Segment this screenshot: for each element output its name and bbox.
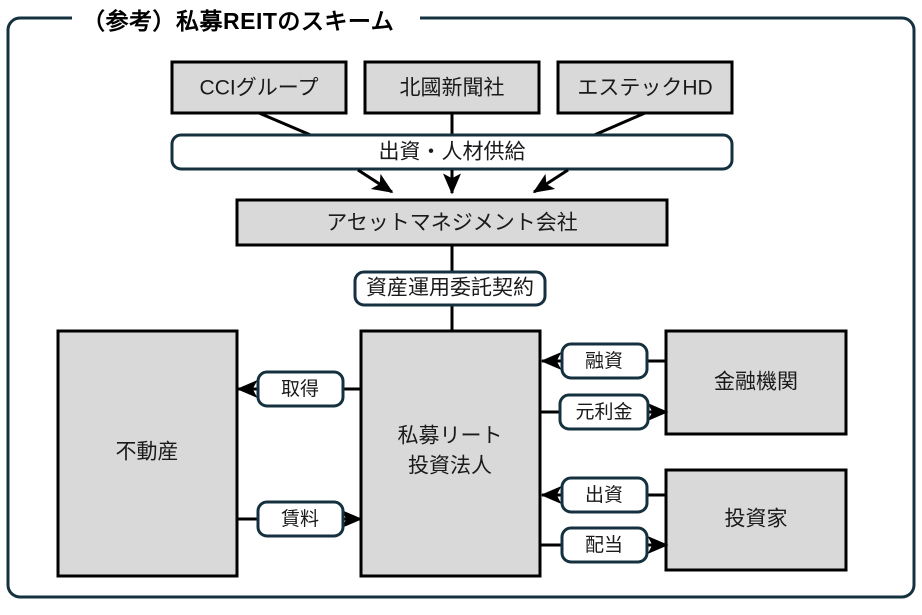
arrow-band-to-am-left bbox=[357, 168, 394, 194]
label-investor: 投資家 bbox=[725, 508, 788, 531]
flow-label-acquire[interactable]: 取得 bbox=[256, 370, 345, 408]
flow-label-rent-text: 賃料 bbox=[281, 508, 319, 530]
sponsor-label-cci: CCIグループ bbox=[200, 77, 319, 100]
sponsor-box-hokkoku[interactable]: 北國新聞社 bbox=[363, 60, 541, 115]
page-title: （参考）私募REITのスキーム bbox=[82, 8, 395, 34]
flow-label-equity-text: 出資 bbox=[585, 484, 623, 506]
box-asset-management[interactable]: アセットマネジメント会社 bbox=[235, 198, 669, 247]
flow-label-dividend[interactable]: 配当 bbox=[560, 526, 649, 564]
box-financial-institution[interactable]: 金融機関 bbox=[664, 329, 848, 436]
sponsor-box-estec[interactable]: エステックHD bbox=[556, 60, 734, 115]
connector-estec-to-band bbox=[591, 111, 646, 138]
flow-label-equity[interactable]: 出資 bbox=[560, 476, 649, 514]
flow-label-principal[interactable]: 元利金 bbox=[558, 393, 650, 431]
label-private-reit-line2: 投資法人 bbox=[408, 455, 492, 478]
flow-label-dividend-text: 配当 bbox=[585, 534, 623, 556]
box-real-estate[interactable]: 不動産 bbox=[56, 329, 239, 578]
sponsor-label-estec: エステックHD bbox=[577, 77, 712, 100]
arrow-band-to-am-right bbox=[532, 168, 569, 194]
label-real-estate: 不動産 bbox=[116, 441, 179, 464]
band-asset-mgmt-contract[interactable]: 資産運用委託契約 bbox=[353, 270, 547, 307]
box-investor[interactable]: 投資家 bbox=[664, 468, 848, 572]
outer-frame bbox=[6, 16, 916, 599]
flow-label-acquire-text: 取得 bbox=[281, 378, 319, 400]
sponsor-box-cci[interactable]: CCIグループ bbox=[170, 60, 348, 115]
flow-label-principal-text: 元利金 bbox=[575, 401, 632, 423]
band-contribution-label: 出資・人材供給 bbox=[379, 141, 526, 164]
band-contract-label: 資産運用委託契約 bbox=[366, 277, 534, 300]
connector-cci-to-band bbox=[258, 111, 314, 138]
label-asset-management: アセットマネジメント会社 bbox=[326, 212, 578, 235]
box-private-reit[interactable]: 私募リート 投資法人 bbox=[359, 329, 542, 578]
band-contribution[interactable]: 出資・人材供給 bbox=[170, 133, 734, 171]
flow-label-loan[interactable]: 融資 bbox=[560, 342, 649, 380]
flow-label-rent[interactable]: 賃料 bbox=[256, 500, 345, 538]
label-financial-institution: 金融機関 bbox=[714, 371, 798, 394]
label-private-reit-line1: 私募リート bbox=[398, 425, 503, 448]
flow-label-loan-text: 融資 bbox=[585, 350, 623, 372]
sponsor-label-hokkoku: 北國新聞社 bbox=[400, 77, 505, 100]
